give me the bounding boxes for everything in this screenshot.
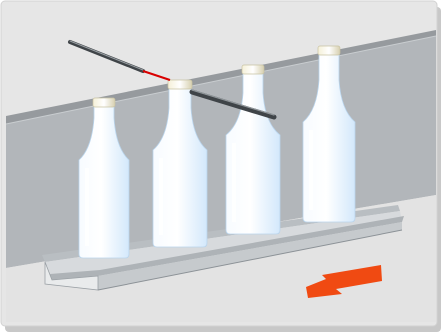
bottle-body xyxy=(302,53,356,223)
bottle-body xyxy=(152,87,208,248)
direction-arrow-icon xyxy=(306,265,382,298)
bottle xyxy=(78,97,130,259)
rail-edge-line xyxy=(97,229,403,291)
sensor-right-rod xyxy=(189,89,277,120)
rail-front-lip xyxy=(50,216,404,280)
bottle-cap xyxy=(167,79,193,90)
sensor-left-rod xyxy=(68,40,145,73)
rail-end-cap xyxy=(44,261,99,291)
bottle-body xyxy=(225,72,281,235)
bottle-cap xyxy=(317,45,341,56)
bottle xyxy=(302,45,356,223)
back-wall-highlight xyxy=(5,35,437,125)
bottle-cap xyxy=(92,97,116,108)
bottle-highlight xyxy=(159,158,163,235)
bottle xyxy=(225,64,281,235)
bottle-highlight xyxy=(85,168,89,246)
bottle-cap xyxy=(241,64,265,75)
rail-channel xyxy=(45,211,402,280)
bottle-body xyxy=(78,105,130,259)
bottle-highlight xyxy=(232,143,236,222)
rail-front-face xyxy=(98,222,402,290)
bottle-group xyxy=(78,45,356,259)
bottle-highlight xyxy=(309,130,313,210)
sensor-beam xyxy=(142,70,171,81)
bottle xyxy=(152,79,208,248)
